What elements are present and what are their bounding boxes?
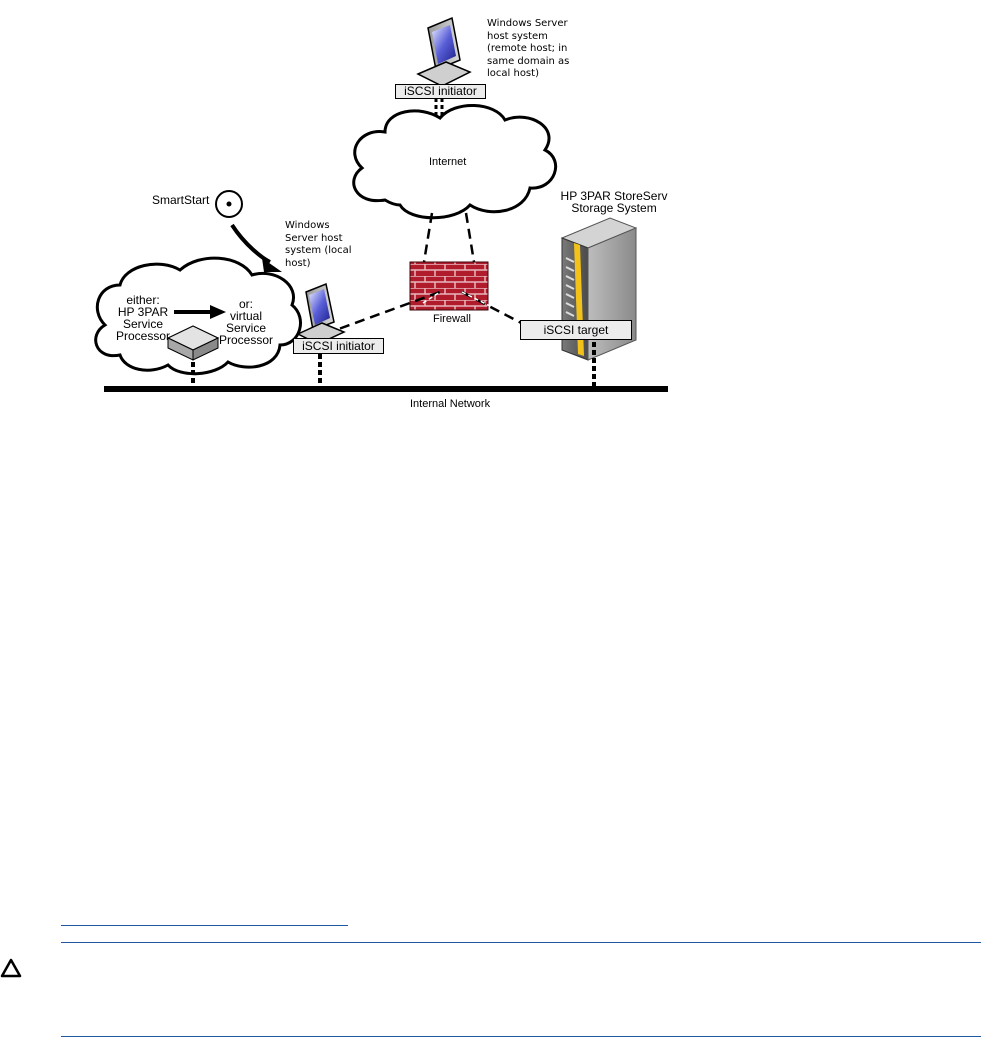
remote-iscsi-initiator-box: iSCSI initiator bbox=[395, 84, 486, 99]
storage-system-label: HP 3PAR StoreServ Storage System bbox=[560, 189, 668, 215]
caution-triangle-icon bbox=[0, 958, 22, 978]
remote-host-label: Windows Server host system (remote host;… bbox=[487, 18, 570, 79]
smartstart-disc-icon bbox=[215, 190, 243, 218]
smartstart-arrow bbox=[230, 223, 271, 264]
remote-host-monitor-icon bbox=[416, 16, 472, 87]
local-iscsi-initiator-box: iSCSI initiator bbox=[293, 338, 384, 354]
internal-network-bus bbox=[104, 386, 668, 392]
service-processor-appliance-icon bbox=[166, 325, 220, 361]
footnote-separator bbox=[61, 925, 348, 926]
local-host-monitor-icon bbox=[296, 282, 346, 345]
internet-label: Internet bbox=[429, 156, 467, 168]
smartstart-label: SmartStart bbox=[152, 193, 210, 207]
caution-top-rule bbox=[61, 942, 981, 943]
network-diagram bbox=[94, 16, 668, 392]
iscsi-target-box: iSCSI target bbox=[520, 320, 632, 340]
or-virtual-service-processor-label: or: virtual Service Processor bbox=[218, 297, 274, 347]
either-hp3par-service-processor-label: either: HP 3PAR Service Processor bbox=[115, 293, 171, 343]
internet-cloud bbox=[352, 104, 558, 220]
local-host-label: Windows Server host system (local host) bbox=[285, 220, 352, 269]
firewall-label: Firewall bbox=[433, 313, 471, 325]
service-processor-cloud bbox=[94, 256, 302, 376]
firewall-icon bbox=[409, 261, 489, 311]
internal-network-label: Internal Network bbox=[410, 398, 491, 410]
